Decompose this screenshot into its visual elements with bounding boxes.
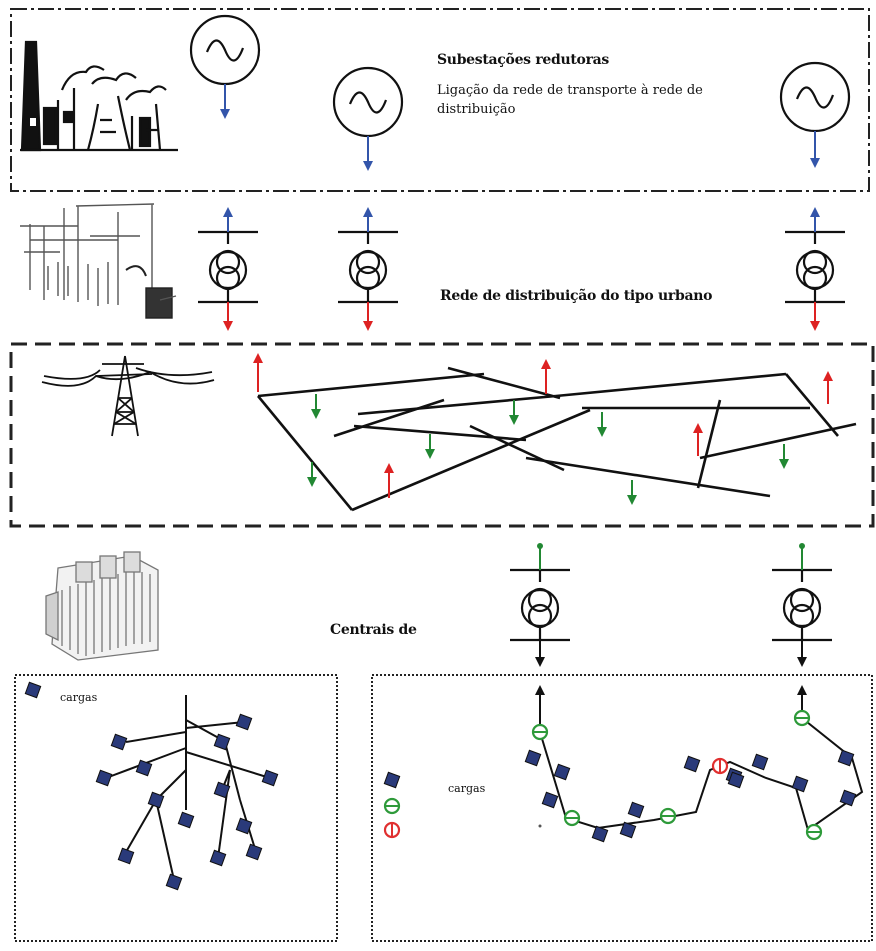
load-square-icon [619,821,637,839]
load-square-icon [110,733,128,751]
load-square-icon [751,753,769,771]
transformer-station-icon [45,551,159,661]
transformer-icon [338,230,398,304]
load-square-icon [383,771,401,789]
cargas-right-label: cargas [448,782,486,795]
secondary-2-in-dot [799,543,805,549]
feeder-network-lines [539,692,864,832]
load-square-icon [235,817,253,835]
load-square-icon [177,811,195,829]
left-network-section-border [14,674,338,942]
urban-network-label: Rede de distribuição do tipo urbano [440,288,713,304]
generator-icon [779,61,851,133]
power-plant-icon [20,40,178,152]
load-square-icon [117,847,135,865]
load-square-icon [261,769,279,787]
load-square-icon [213,781,231,799]
substations-description: Ligação da rede de transporte à rede de … [437,83,703,117]
load-square-icon [95,769,113,787]
substations-title: Subestações redutoras [437,52,610,68]
transmission-tower-icon [41,355,215,437]
load-square-icon [147,791,165,809]
substation-structure-icon [20,203,177,319]
circles-layer [383,709,823,841]
load-square-icon [627,801,645,819]
secondary-1-in-dot [537,543,543,549]
generator-icon [332,66,404,138]
centrais-label: Centrais de [330,622,417,638]
load-square-icon [165,873,183,891]
transformer-icon [785,230,845,304]
load-square-icon [837,749,855,767]
load-square-icon [235,713,253,731]
load-square-icon [524,749,542,767]
right-network-section-border [371,674,873,942]
transformer-icon [772,568,832,642]
feeder-marker-dots [538,824,542,828]
load-square-icon [553,763,571,781]
urban-network-section-border [9,342,875,528]
load-square-icon [791,775,809,793]
urban-network-lines [256,366,857,512]
load-square-icon [683,755,701,773]
transformer-icon [198,230,258,304]
radial-network-lines [105,695,271,881]
cargas-left-label: cargas [60,691,98,704]
generator-icon [189,14,261,86]
top-section-border [10,8,870,192]
load-square-icon [245,843,263,861]
load-square-icon [24,681,42,699]
transformer-icon [510,568,570,642]
load-squares-layer [24,681,857,891]
load-square-icon [209,849,227,867]
load-square-icon [727,771,745,789]
load-square-icon [213,733,231,751]
load-square-icon [135,759,153,777]
load-square-icon [839,789,857,807]
load-square-icon [591,825,609,843]
load-square-icon [541,791,559,809]
